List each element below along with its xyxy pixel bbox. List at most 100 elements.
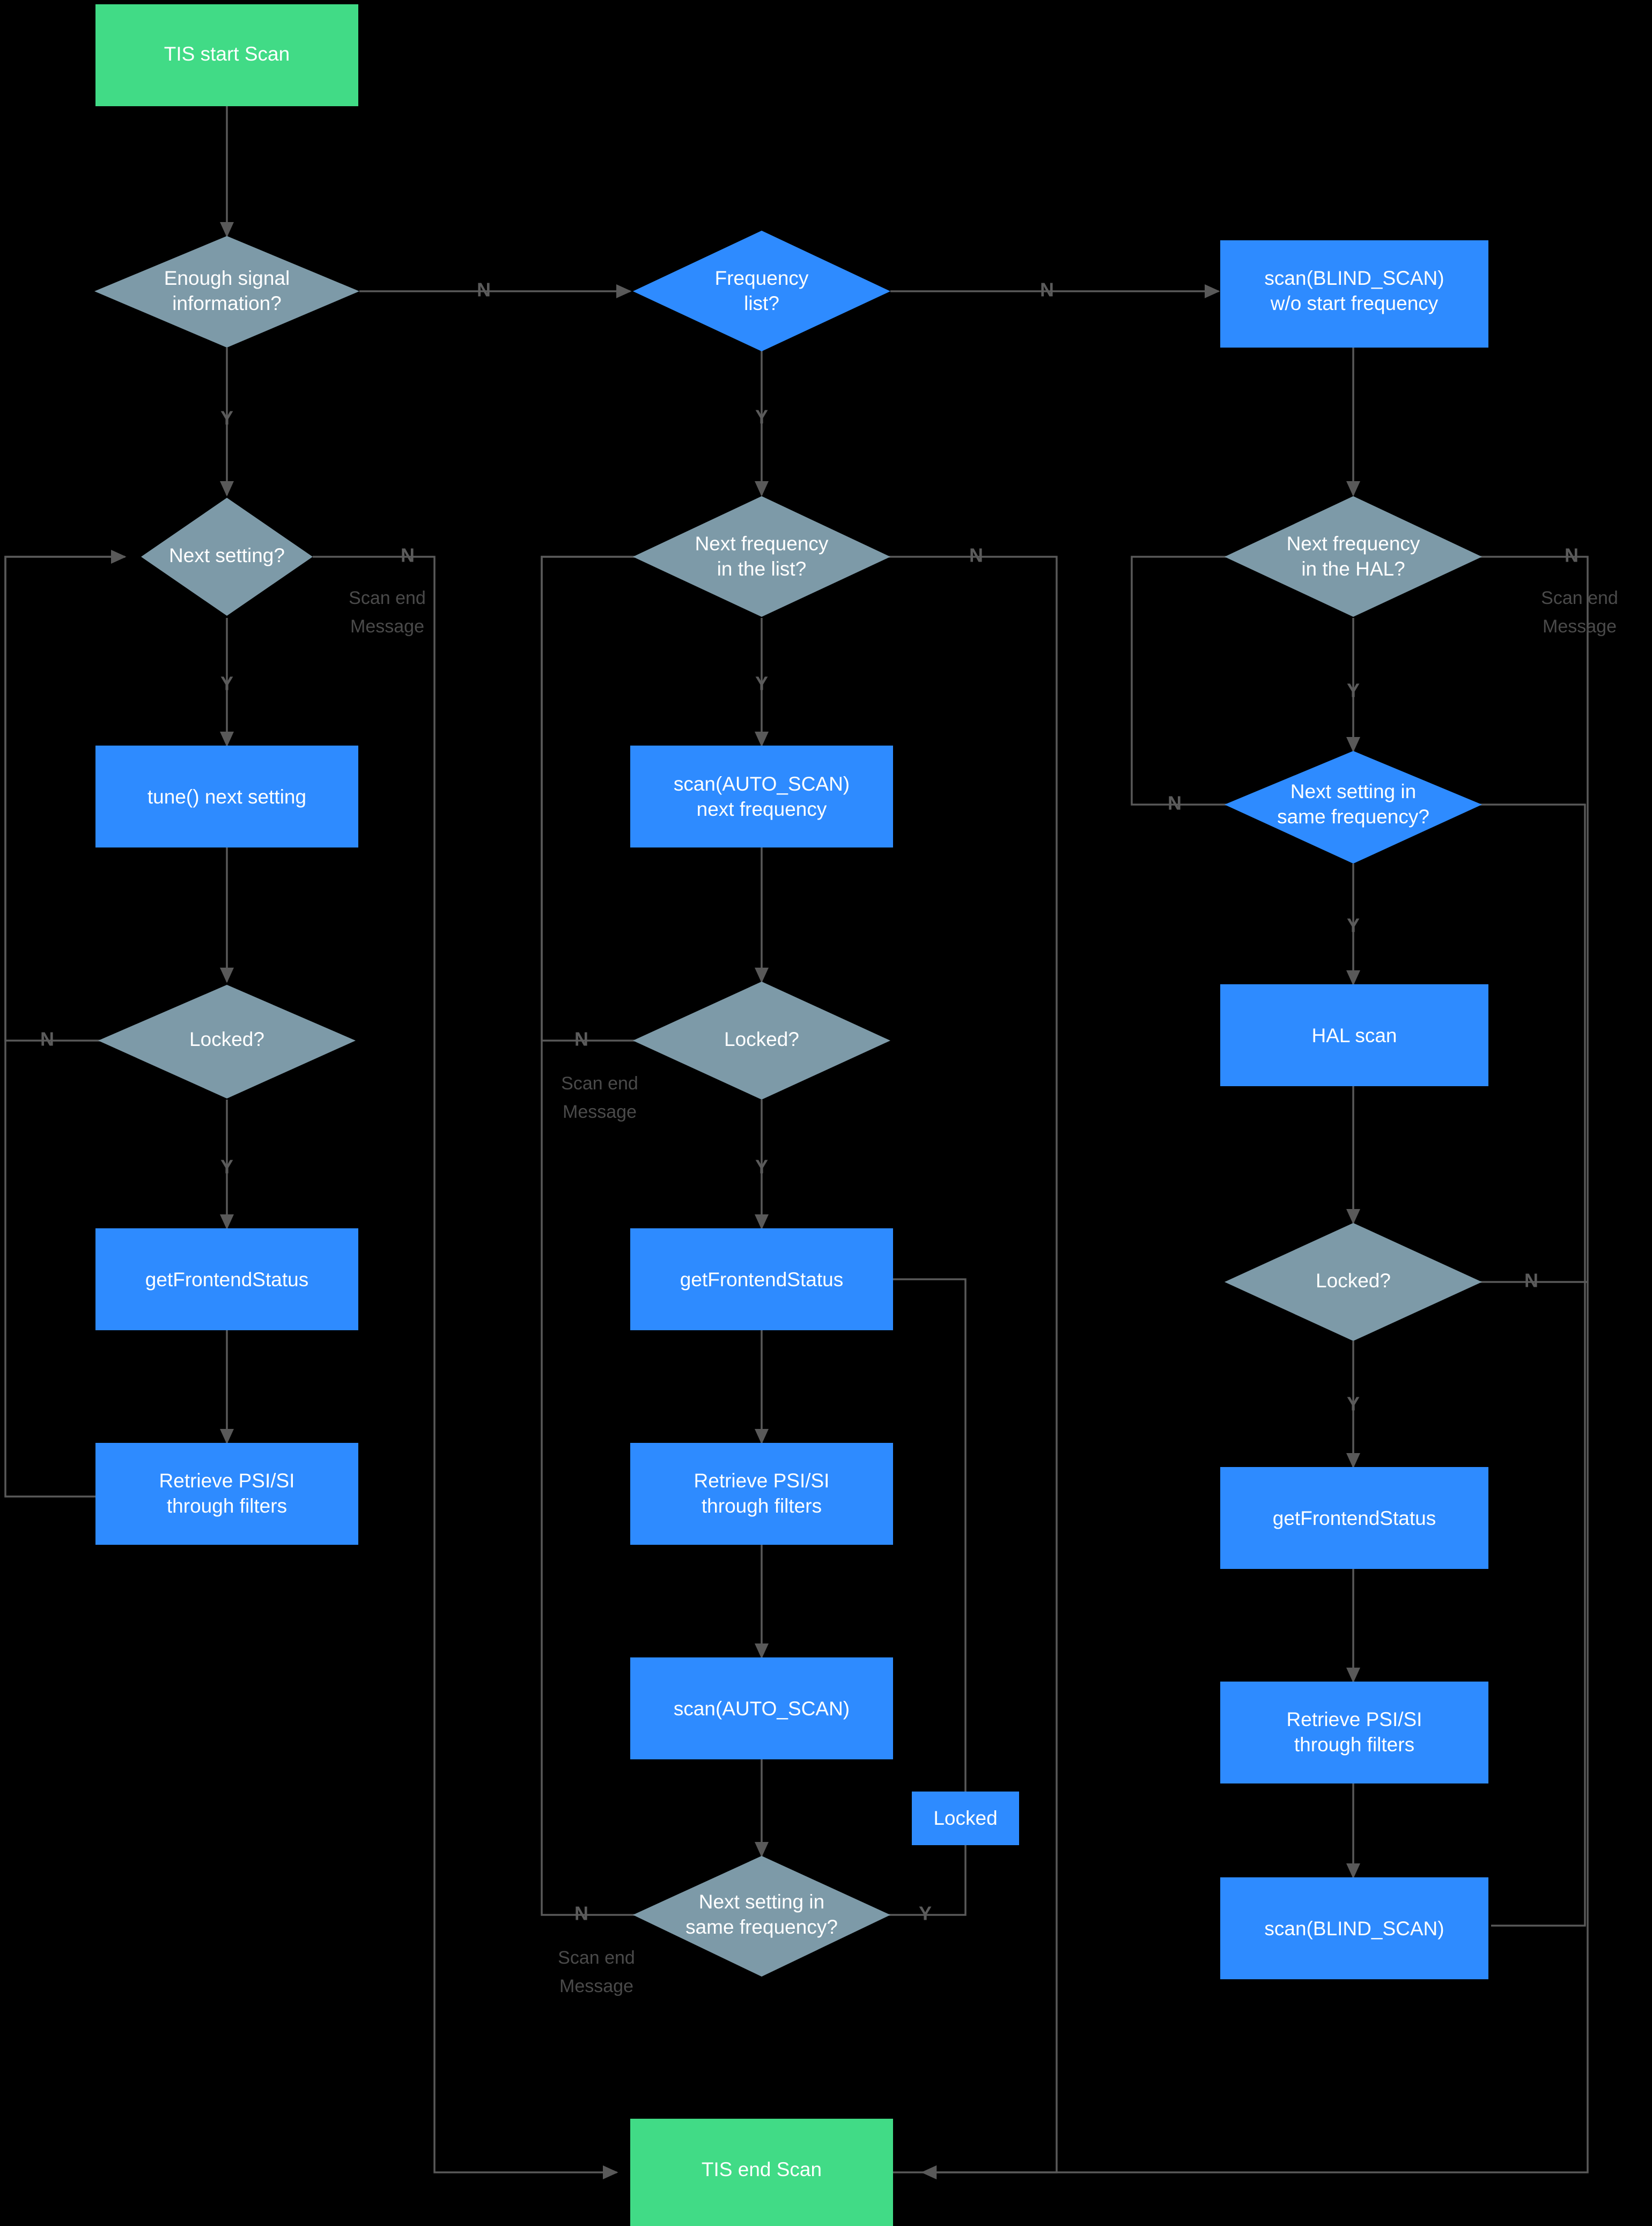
edge-label-next-setting-same-freq-right-no: N — [1168, 792, 1182, 814]
note-line1: Scan end — [558, 1948, 635, 1968]
node-get-frontend-status-left[interactable]: getFrontendStatus — [95, 1228, 358, 1330]
edge-label-next-setting-same-freq-middle-no: N — [574, 1903, 588, 1925]
edge-label-next-frequency-list-yes: Y — [755, 673, 768, 695]
note-scan-end-message-right: Scan end Message — [1541, 588, 1618, 637]
edge-label-next-frequency-hal-no: N — [1565, 544, 1579, 566]
node-label: Locked — [933, 1807, 997, 1829]
node-label-line1: Next frequency — [695, 533, 829, 555]
node-label-line2: through filters — [1294, 1734, 1414, 1756]
edge-label-next-frequency-list-no: N — [969, 544, 983, 566]
edge-label-enough-signal-no: N — [477, 279, 491, 301]
node-label: getFrontendStatus — [1273, 1507, 1436, 1529]
note-scan-end-message-middle-bottom: Scan end Message — [558, 1948, 635, 1996]
note-line2: Message — [563, 1102, 637, 1122]
node-retrieve-psi-si-left[interactable]: Retrieve PSI/SI through filters — [95, 1443, 358, 1545]
node-label-line2: through filters — [167, 1495, 287, 1517]
node-label-line1: Retrieve PSI/SI — [694, 1470, 830, 1492]
edge-label-locked-middle-yes: Y — [755, 1156, 768, 1178]
node-enough-signal-information[interactable]: Enough signal information? — [94, 236, 359, 348]
node-tune-next-setting[interactable]: tune() next setting — [95, 746, 358, 847]
node-label: Locked? — [724, 1028, 799, 1050]
node-next-frequency-in-the-hal[interactable]: Next frequency in the HAL? — [1225, 496, 1482, 617]
edge-next-setting-same-freq-right-no-loop — [1131, 549, 1269, 806]
node-label-line2: list? — [744, 292, 779, 314]
edge-label-frequency-list-yes: Y — [755, 406, 768, 428]
node-label: Next setting? — [169, 544, 285, 566]
node-label-line2: information? — [172, 292, 282, 314]
edge-next-setting-same-freq-middle-no — [541, 556, 676, 1916]
edge-label-next-setting-no: N — [401, 544, 415, 566]
node-label-line1: Frequency — [715, 267, 809, 289]
node-label: Locked? — [189, 1028, 264, 1050]
node-label: scan(AUTO_SCAN) — [674, 1698, 850, 1720]
node-label: HAL scan — [1311, 1024, 1397, 1046]
node-locked-right[interactable]: Locked? — [1225, 1223, 1482, 1341]
node-tis-start-scan[interactable]: TIS start Scan — [95, 4, 358, 106]
edge-next-frequency-hal-no-to-tis-end — [921, 556, 1589, 2180]
note-line2: Message — [559, 1976, 633, 1996]
node-label-line2: in the list? — [717, 558, 807, 580]
node-label-line2: same frequency? — [685, 1916, 838, 1938]
node-label-line1: Enough signal — [164, 267, 290, 289]
node-label-line2: in the HAL? — [1301, 558, 1405, 580]
node-label-line2: same frequency? — [1277, 806, 1429, 828]
edge-label-locked-left-yes: Y — [220, 1156, 233, 1178]
note-scan-end-message-left: Scan end Message — [349, 588, 426, 637]
node-retrieve-psi-si-middle[interactable]: Retrieve PSI/SI through filters — [630, 1443, 893, 1545]
edge-label-frequency-list-no: N — [1040, 279, 1054, 301]
node-next-setting[interactable]: Next setting? — [141, 498, 313, 616]
note-line1: Scan end — [349, 588, 426, 608]
node-label: scan(BLIND_SCAN) — [1264, 1918, 1444, 1940]
node-label-line1: Next setting in — [699, 1891, 824, 1913]
node-next-frequency-in-the-list[interactable]: Next frequency in the list? — [633, 496, 890, 617]
node-locked-middle[interactable]: Locked? — [633, 982, 890, 1100]
edge-next-setting-same-freq-middle-yes-to-locked-badge — [847, 1272, 967, 1916]
edge-next-setting-no-to-tis-end — [313, 556, 618, 2180]
node-frequency-list[interactable]: Frequency list? — [633, 231, 890, 351]
node-locked-badge[interactable]: Locked — [912, 1792, 1019, 1845]
node-get-frontend-status-right[interactable]: getFrontendStatus — [1220, 1467, 1488, 1569]
note-scan-end-message-middle-locked: Scan end Message — [561, 1073, 638, 1122]
node-label: tune() next setting — [148, 786, 306, 808]
node-label-line1: scan(BLIND_SCAN) — [1264, 267, 1444, 289]
node-label: TIS start Scan — [164, 43, 290, 65]
edge-label-next-setting-same-freq-right-yes: Y — [1347, 915, 1360, 937]
node-label-line1: Next frequency — [1287, 533, 1420, 555]
node-label: Locked? — [1316, 1270, 1391, 1292]
node-label: getFrontendStatus — [680, 1269, 843, 1291]
node-label-line2: w/o start frequency — [1270, 292, 1439, 314]
node-locked-left[interactable]: Locked? — [98, 985, 356, 1099]
node-label: getFrontendStatus — [145, 1269, 308, 1291]
node-tis-end-scan[interactable]: TIS end Scan — [630, 2119, 893, 2226]
node-label-line1: Next setting in — [1290, 780, 1416, 802]
node-label-line2: next frequency — [697, 798, 827, 820]
node-label: TIS end Scan — [702, 2158, 822, 2180]
note-line2: Message — [350, 616, 424, 637]
node-next-setting-in-same-frequency-middle[interactable]: Next setting in same frequency? — [633, 1856, 890, 1977]
edge-label-locked-left-no: N — [40, 1028, 54, 1050]
edge-label-next-setting-same-freq-middle-yes: Y — [919, 1903, 932, 1925]
node-label-line1: Retrieve PSI/SI — [1287, 1708, 1422, 1730]
node-scan-blind-scan[interactable]: scan(BLIND_SCAN) — [1220, 1877, 1488, 1979]
note-line1: Scan end — [1541, 588, 1618, 608]
node-label-line2: through filters — [702, 1495, 822, 1517]
node-scan-blind-scan-wo-start-frequency[interactable]: scan(BLIND_SCAN) w/o start frequency — [1220, 240, 1488, 348]
edge-label-enough-signal-yes: Y — [220, 407, 233, 429]
edge-label-locked-right-yes: Y — [1347, 1393, 1360, 1415]
note-line2: Message — [1543, 616, 1617, 637]
node-label-line1: Retrieve PSI/SI — [159, 1470, 295, 1492]
edge-scan-blind-scan-to-next-setting-same-freq-right — [1447, 797, 1586, 1927]
node-scan-auto-scan-next-frequency[interactable]: scan(AUTO_SCAN) next frequency — [630, 746, 893, 847]
node-retrieve-psi-si-right[interactable]: Retrieve PSI/SI through filters — [1220, 1682, 1488, 1783]
node-scan-auto-scan[interactable]: scan(AUTO_SCAN) — [630, 1657, 893, 1759]
edge-retrieve-left-loop-to-next-setting — [4, 556, 125, 1498]
node-label-line1: scan(AUTO_SCAN) — [674, 773, 850, 795]
node-hal-scan[interactable]: HAL scan — [1220, 984, 1488, 1086]
node-next-setting-in-same-frequency-right[interactable]: Next setting in same frequency? — [1225, 751, 1482, 864]
node-get-frontend-status-middle[interactable]: getFrontendStatus — [630, 1228, 893, 1330]
edge-label-locked-right-no: N — [1524, 1270, 1538, 1292]
